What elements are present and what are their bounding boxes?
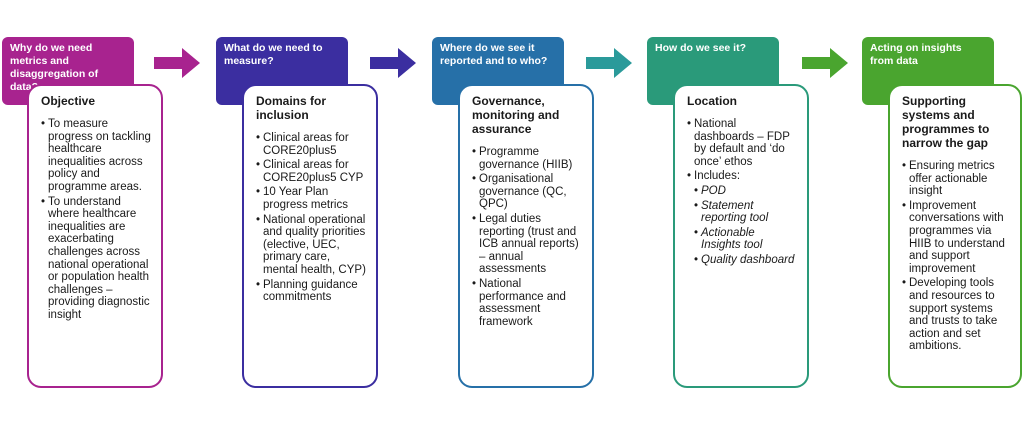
column-card: Supporting systems and programmes to nar… [888,84,1022,388]
card-list: Ensuring metrics offer actionable insigh… [902,160,1010,353]
list-item: National dashboards – FDP by default and… [687,118,797,168]
list-item: To understand where healthcare inequalit… [41,196,151,322]
arrow-icon [154,48,200,78]
list-item: Clinical areas for CORE20plus5 [256,132,366,157]
list-item: Quality dashboard [687,254,797,267]
list-item: POD [687,185,797,198]
card-title: Supporting systems and programmes to nar… [902,94,990,150]
column-card: Domains for inclusion Clinical areas for… [242,84,378,388]
list-item: Legal duties reporting (trust and ICB an… [472,213,582,276]
card-title: Objective [41,94,96,108]
arrow-icon [802,48,848,78]
card-list: To measure progress on tackling healthca… [41,118,151,322]
list-item: Programme governance (HIIB) [472,146,582,171]
card-list: Programme governance (HIIB) Organisation… [472,146,582,328]
card-list: National dashboards – FDP by default and… [687,118,797,267]
column-card: Location National dashboards – FDP by de… [673,84,809,388]
card-title: Domains for inclusion [256,94,327,122]
list-item: National operational and quality priorit… [256,214,366,277]
column-card: Governance, monitoring and assurance Pro… [458,84,594,388]
list-item: To measure progress on tackling healthca… [41,118,151,194]
list-item: Ensuring metrics offer actionable insigh… [902,160,1010,198]
list-item: Improvement conversations with programme… [902,200,1010,276]
list-item: Organisational governance (QC, QPC) [472,173,582,211]
list-item: Developing tools and resources to suppor… [902,277,1010,353]
list-item: Clinical areas for CORE20plus5 CYP [256,159,366,184]
list-item: 10 Year Plan progress metrics [256,186,366,211]
column-card: Objective To measure progress on tacklin… [27,84,163,388]
card-title: Governance, monitoring and assurance [472,94,560,136]
list-item: Actionable Insights tool [687,227,797,252]
list-item: Includes: [687,170,797,183]
list-item: National performance and assessment fram… [472,278,582,328]
list-item: Planning guidance commitments [256,279,366,304]
arrow-icon [586,48,632,78]
arrow-icon [370,48,416,78]
card-list: Clinical areas for CORE20plus5 Clinical … [256,132,366,304]
card-title: Location [687,94,737,108]
list-item: Statement reporting tool [687,200,797,225]
